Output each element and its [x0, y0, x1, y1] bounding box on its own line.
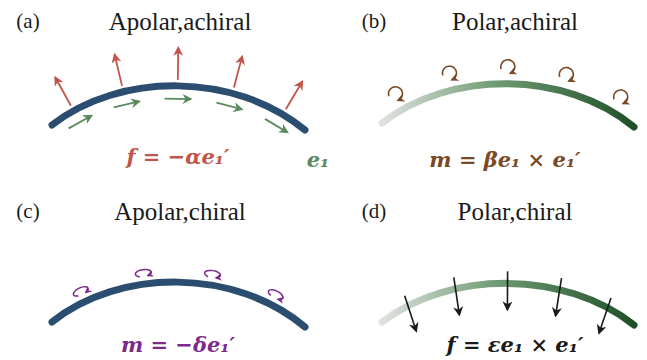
formula: f = εe₁ × e₁′ — [447, 333, 584, 356]
panel-title: Apolar,chiral — [114, 198, 246, 226]
panel-title: Polar,achiral — [452, 8, 578, 36]
moment-arrow — [559, 68, 573, 82]
moment-loop — [205, 270, 221, 278]
panel-title: Apolar,achiral — [109, 8, 252, 36]
tangent-arrow — [114, 101, 139, 107]
panel-letter: (c) — [16, 200, 39, 223]
force-arrow — [599, 298, 611, 333]
moment-arrow — [501, 60, 515, 74]
polar-rod — [382, 84, 634, 127]
formula: f = −αe₁′ — [126, 145, 229, 168]
force-arrow — [55, 77, 71, 105]
moment-loop — [268, 290, 283, 300]
moment-arrow — [614, 90, 628, 104]
force-arrow — [507, 271, 509, 309]
force-arrow — [177, 48, 179, 80]
panel-letter: (d) — [362, 200, 387, 223]
tangent-arrow — [165, 98, 191, 100]
force-arrow — [234, 57, 242, 88]
formula: m = −δe₁′ — [121, 333, 235, 356]
moment-loop — [135, 269, 151, 276]
panel-title: Polar,chiral — [458, 198, 573, 226]
moment-arrow — [388, 87, 402, 101]
tangent-arrow — [265, 119, 287, 132]
apolar-rod — [52, 282, 305, 327]
panel-letter: (b) — [362, 10, 387, 33]
moment-loop — [73, 287, 88, 296]
tangent-arrow — [216, 103, 241, 110]
vector-label: e₁ — [307, 148, 330, 171]
force-arrow — [286, 82, 302, 110]
force-arrow — [405, 296, 416, 331]
apolar-rod — [52, 86, 305, 130]
force-arrow — [556, 278, 562, 315]
force-arrow — [115, 55, 122, 86]
formula: m = βe₁ × e₁′ — [429, 148, 580, 171]
tangent-arrow — [69, 116, 92, 129]
moment-arrow — [442, 66, 456, 80]
panel-letter: (a) — [16, 10, 39, 33]
force-arrow — [454, 277, 459, 314]
